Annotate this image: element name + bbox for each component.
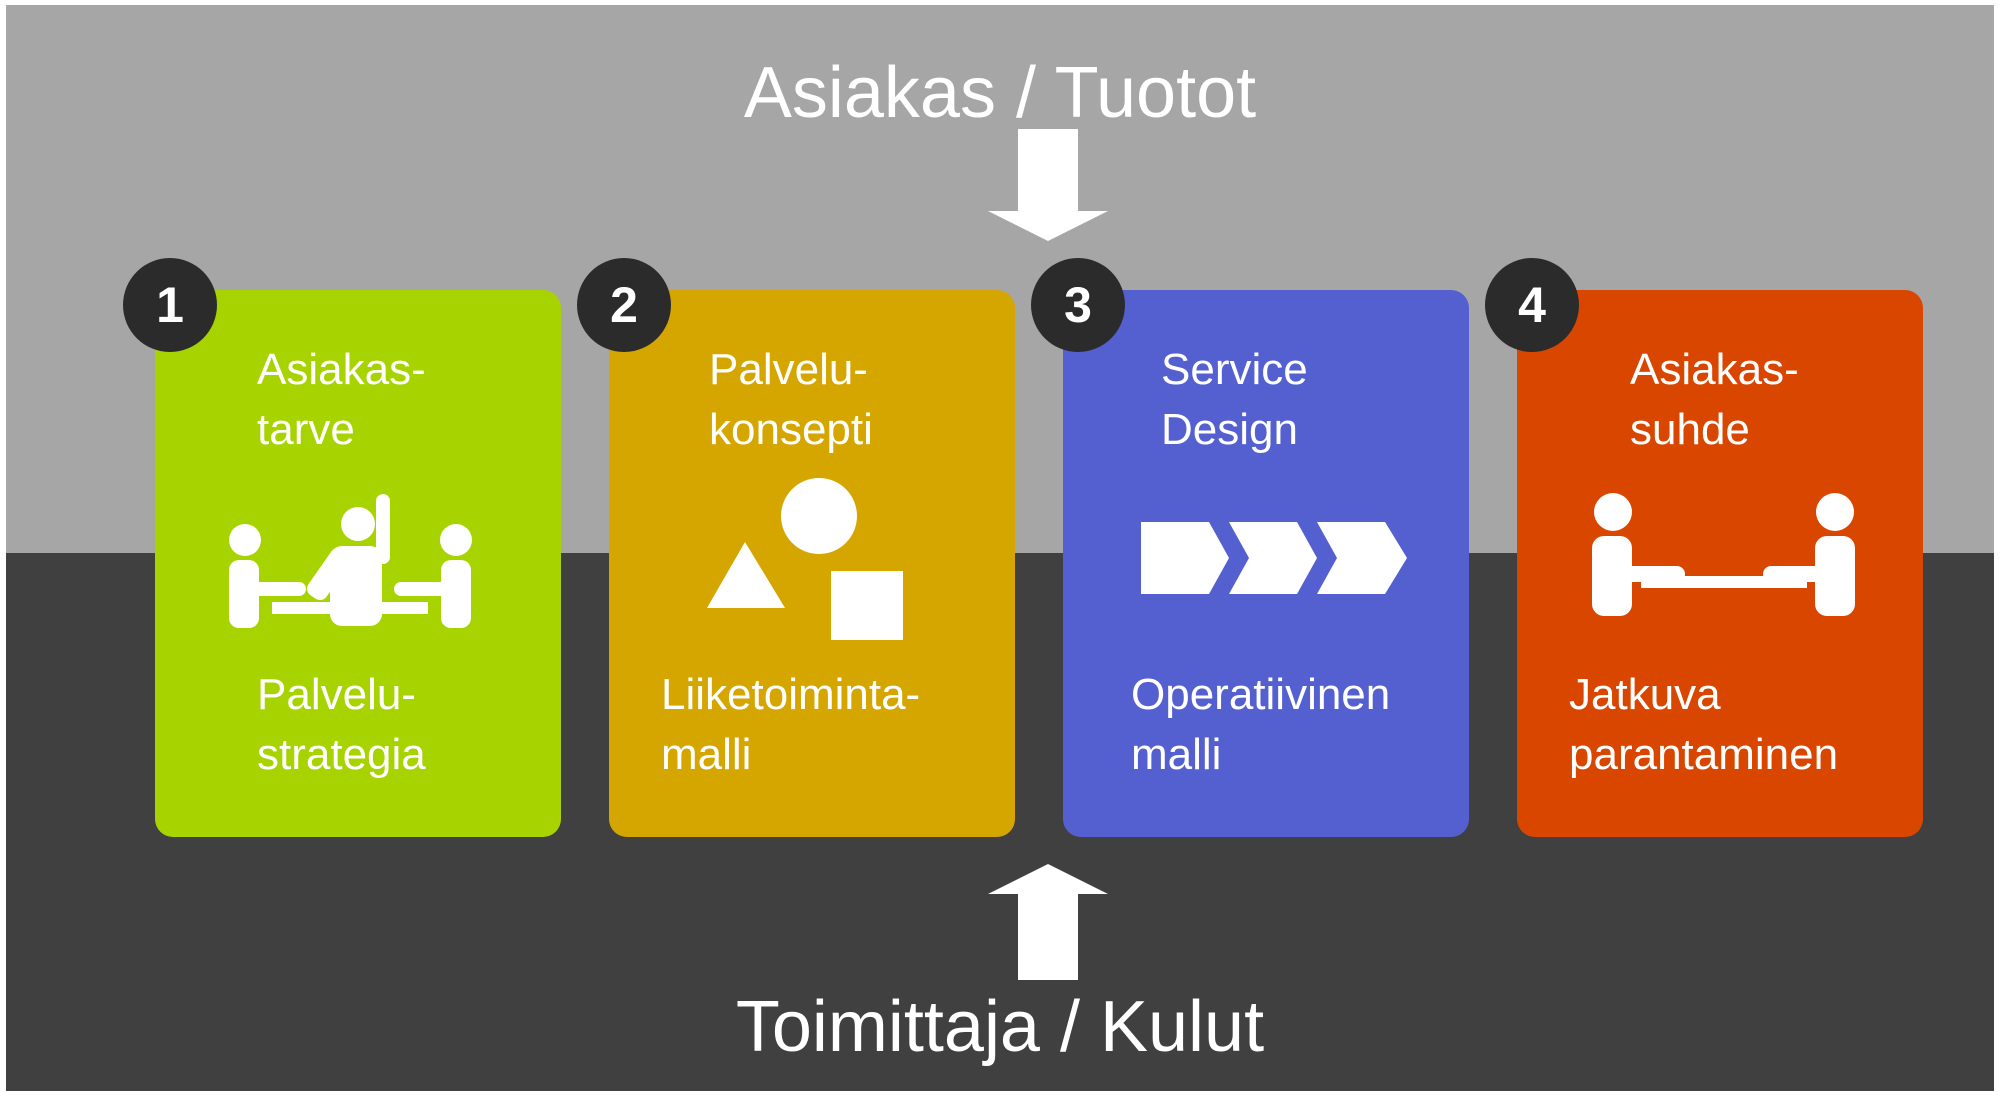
card-1-bottom-line2: strategia bbox=[257, 730, 426, 779]
card-3-top-line2: Design bbox=[1161, 405, 1298, 454]
meeting-people-icon bbox=[229, 494, 472, 628]
arrow-down-icon bbox=[988, 129, 1108, 241]
badge-1: 1 bbox=[123, 258, 217, 352]
card-4-bottom-line1: Jatkuva bbox=[1569, 670, 1721, 719]
card-4-top-line1: Asiakas- bbox=[1630, 345, 1799, 394]
card-1: Asiakas- tarve Palvelu- strategia bbox=[155, 290, 561, 837]
card-3-bottom-line2: malli bbox=[1131, 730, 1222, 779]
card-1-top-line1: Asiakas- bbox=[257, 345, 426, 394]
card-3: Service Design Operatiivinen malli bbox=[1063, 290, 1469, 837]
arrow-up-icon bbox=[988, 864, 1108, 980]
shapes-icon bbox=[707, 478, 903, 640]
card-4-bottom-line2: parantaminen bbox=[1569, 730, 1839, 779]
handshake-table-icon bbox=[1592, 493, 1855, 616]
card-2: Palvelu- konsepti Liiketoiminta- malli bbox=[609, 290, 1015, 837]
diagram: Asiakas / Tuotot Toimittaja / Kulut Asia… bbox=[6, 5, 1994, 1091]
card-1-top-line2: tarve bbox=[257, 405, 355, 454]
card-1-bottom-line1: Palvelu- bbox=[257, 670, 416, 719]
card-4-top-line2: suhde bbox=[1630, 405, 1750, 454]
card-3-top-line1: Service bbox=[1161, 345, 1308, 394]
process-chevrons-icon bbox=[1141, 522, 1407, 594]
card-4: Asiakas- suhde Jatkuva parantaminen bbox=[1517, 290, 1923, 837]
card-2-top-line1: Palvelu- bbox=[709, 345, 868, 394]
badge-2: 2 bbox=[577, 258, 671, 352]
bottom-heading: Toimittaja / Kulut bbox=[735, 987, 1265, 1067]
badge-4: 4 bbox=[1485, 258, 1579, 352]
card-2-top-line2: konsepti bbox=[709, 405, 873, 454]
top-heading: Asiakas / Tuotot bbox=[743, 53, 1257, 133]
badge-3: 3 bbox=[1031, 258, 1125, 352]
card-2-bottom-line1: Liiketoiminta- bbox=[661, 670, 921, 719]
card-3-bottom-line1: Operatiivinen bbox=[1131, 670, 1391, 719]
card-2-bottom-line2: malli bbox=[661, 730, 752, 779]
